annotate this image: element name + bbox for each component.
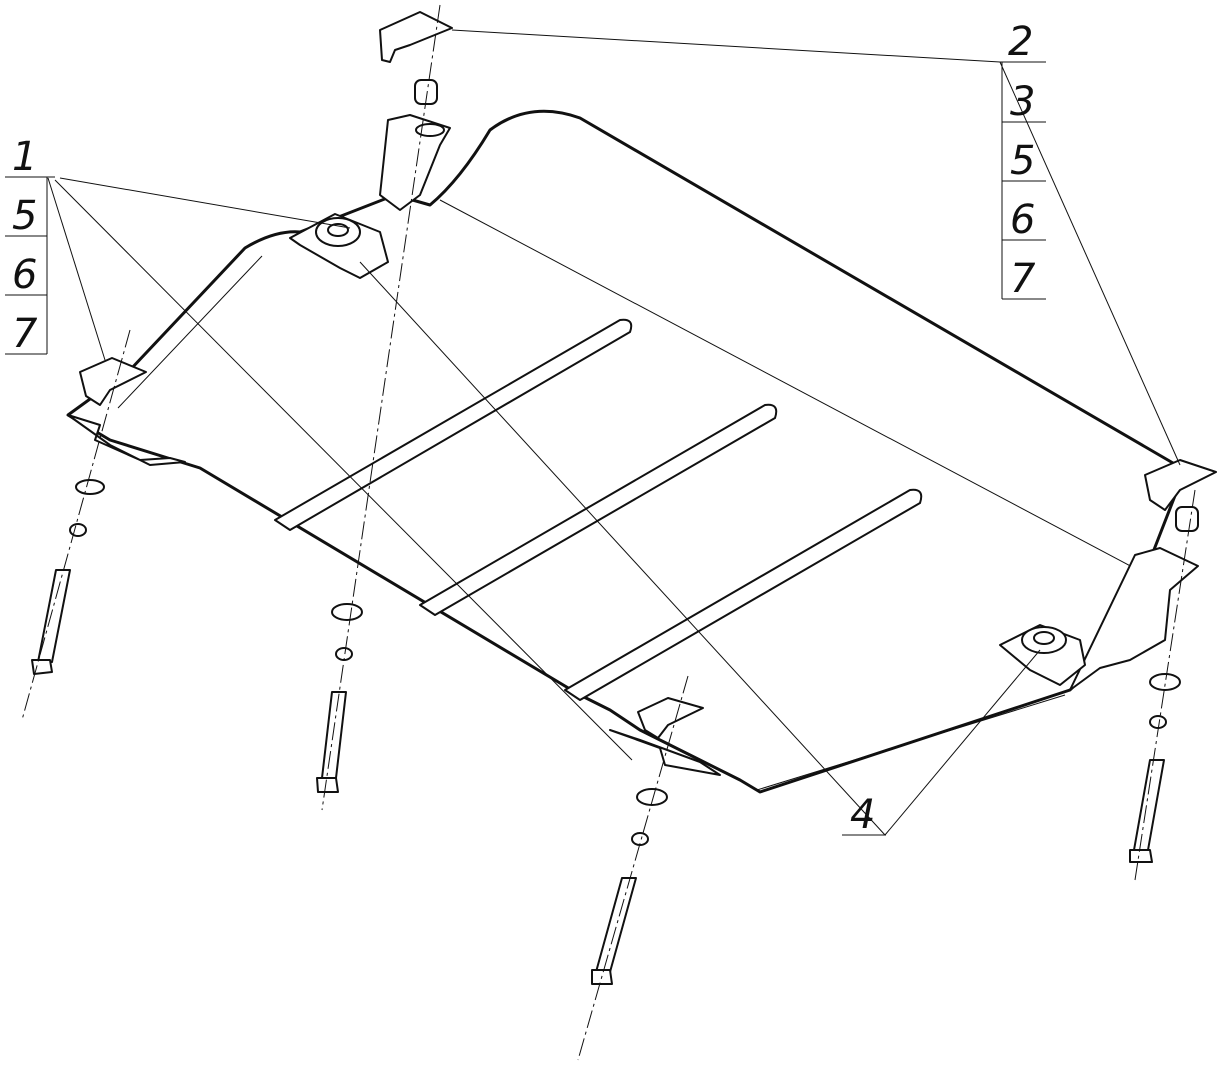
callout-4: 4: [842, 792, 886, 838]
callout-label-1: 1: [12, 134, 37, 180]
callout-label-2: 2: [1008, 19, 1033, 65]
bracket-right: [999, 459, 1217, 863]
callout-label-7-left: 7: [12, 311, 38, 357]
axis-lines: [21, 4, 1196, 1061]
skid-plate: [66, 109, 1187, 794]
plate-ribs: [274, 318, 923, 701]
callout-label-6-right: 6: [1010, 197, 1035, 243]
callout-label-6-left: 6: [12, 252, 37, 298]
callout-label-3: 3: [1010, 79, 1035, 125]
callout-label-5-right: 5: [1010, 138, 1035, 184]
callout-group-left: 1 5 6 7: [5, 134, 55, 357]
callout-label-5-left: 5: [12, 193, 37, 239]
bracket-left: [31, 357, 186, 675]
callout-group-right: 2 3 5 6 7: [1000, 19, 1046, 302]
callout-label-7-right: 7: [1010, 256, 1036, 302]
callout-label-4: 4: [850, 792, 875, 838]
leader-lines: [47, 29, 1181, 836]
bracket-middle: [316, 603, 363, 793]
bracket-top: [289, 11, 453, 279]
